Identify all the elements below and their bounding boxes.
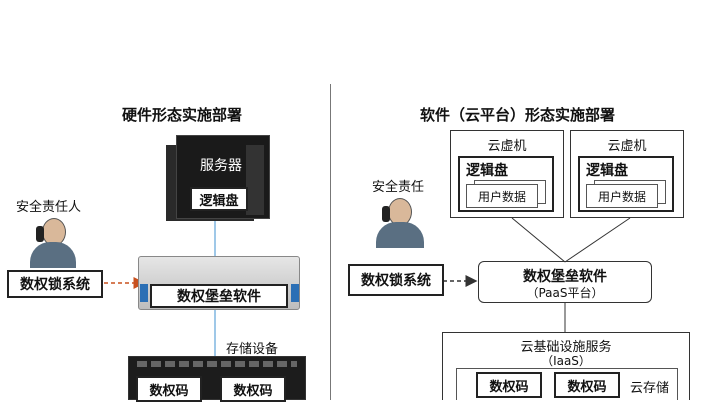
vm1-bastion-link [511,217,566,263]
person-icon-right [374,196,426,248]
vm-2-disk-label: 逻辑盘 [586,163,628,179]
vm-1-title: 云虚机 [487,139,527,154]
cloud-storage-label: 云存储 [630,381,670,396]
right-code-2: 数权码 [554,372,620,398]
server-label: 服务器 [200,158,242,174]
vm-1-disk-label: 逻辑盘 [466,163,508,179]
cloud-storage-area [456,368,678,400]
right-person-label: 安全责任 [372,180,425,195]
right-code-1: 数权码 [476,372,542,398]
person-icon [28,216,78,268]
left-lock-system: 数权锁系统 [7,270,103,298]
iaas-box: 云基础设施服务 （IaaS） [442,332,690,400]
rack-handle-left [140,284,148,302]
paas-box: 数权堡垒软件 （PaaS平台） [478,261,652,303]
left-code-2: 数权码 [220,376,286,402]
right-lock-system: 数权锁系统 [348,264,444,296]
storage-label: 存储设备 [226,342,279,357]
rack-handle-right [291,284,299,302]
left-logical-disk: 逻辑盘 [190,187,248,211]
vm-1-user-data: 用户数据 [466,184,538,208]
left-person-label: 安全责任人 [16,200,82,215]
left-bastion: 数权堡垒软件 [150,284,288,308]
iaas-title: 云基础设施服务 [520,340,612,355]
right-title: 软件（云平台）形态实施部署 [420,106,616,124]
divider [330,84,331,400]
paas-label: （PaaS平台） [526,286,604,300]
right-bastion: 数权堡垒软件 [523,269,607,285]
left-code-1: 数权码 [136,376,202,402]
left-title: 硬件形态实施部署 [122,106,243,124]
vm-2-user-data: 用户数据 [586,184,658,208]
vm-2-title: 云虚机 [607,139,647,154]
vm2-bastion-link [564,217,631,263]
iaas-sub: （IaaS） [541,354,591,368]
